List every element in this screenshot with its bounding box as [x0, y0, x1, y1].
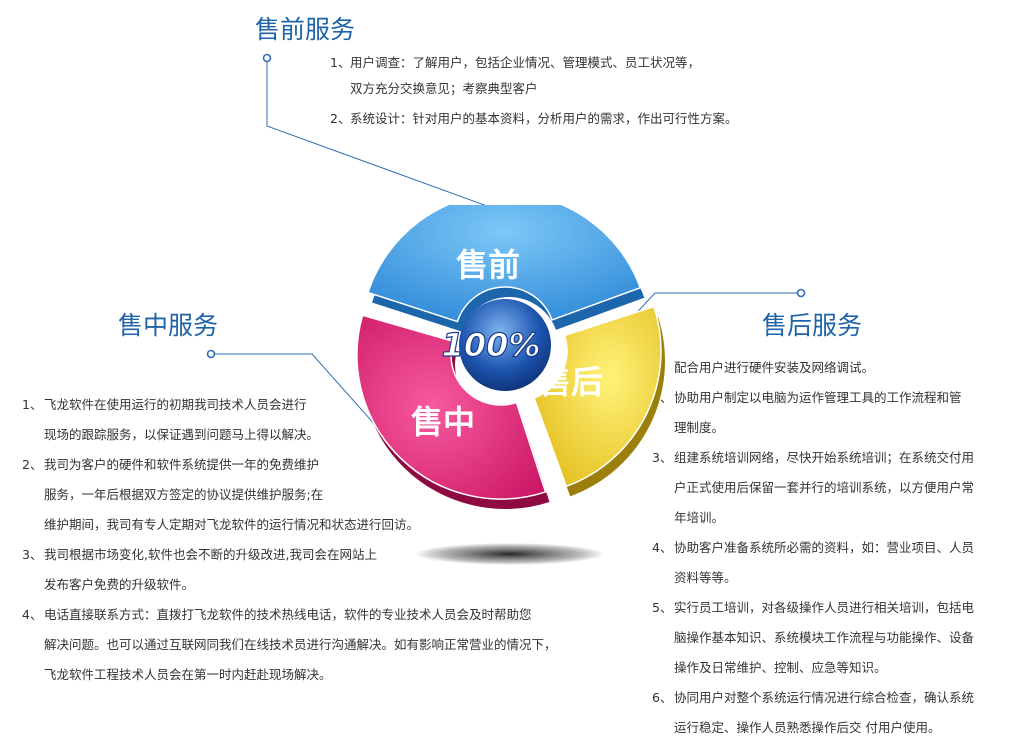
list-item-text: 服务，一年后根据双方签定的协议提供维护服务;在 [44, 487, 324, 502]
list-item-text: 组建系统培训网络，尽快开始系统培训；在系统交付用 [674, 450, 975, 465]
pie-center-text: 100% [442, 326, 541, 364]
list-item: 6、协同用户对整个系统运行情况进行综合检查，确认系统运行稳定、操作人员熟悉操作后… [652, 683, 1012, 743]
list-item-number: 3、 [652, 450, 673, 465]
list-item-text: 双方充分交换意见；考察典型客户 [350, 81, 538, 96]
list-item: 4、协助客户准备系统所必需的资料，如：营业项目、人员资料等等。 [652, 533, 1012, 593]
list-item-text: 户正式使用后保留一套并行的培训系统，以方便用户常 [674, 480, 975, 495]
list-item-text: 用户调查：了解用户，包括企业情况、管理模式、员工状况等， [350, 55, 701, 70]
list-item-text: 飞龙软件工程技术人员会在第一时内赶赴现场解决。 [44, 667, 332, 682]
list-item-text: 协助用户制定以电脑为运作管理工具的工作流程和管 [674, 390, 962, 405]
list-item-text: 运行稳定、操作人员熟悉操作后交 付用户使用。 [674, 720, 941, 735]
list-item-text: 我司为客户的硬件和软件系统提供一年的免费维护 [44, 457, 320, 472]
list-item: 5、实行员工培训，对各级操作人员进行相关培训，包括电脑操作基本知识、系统模块工作… [652, 593, 1012, 683]
list-item-text: 配合用户进行硬件安装及网络调试。 [674, 360, 875, 375]
list-item: 2、我司为客户的硬件和软件系统提供一年的免费维护服务，一年后根据双方签定的协议提… [22, 450, 602, 540]
list-item-number: 1、 [330, 55, 351, 70]
service-pie-diagram: 100% 售前 售后 售中 [356, 205, 665, 509]
list-item-text: 资料等等。 [674, 570, 737, 585]
list-item: 4、电话直接联系方式：直拨打飞龙软件的技术热线电话，软件的专业技术人员会及时帮助… [22, 600, 602, 690]
list-item-text: 年培训。 [674, 510, 725, 525]
connector-mid [211, 353, 386, 437]
list-item: 3、我司根据市场变化,软件也会不断的升级改进,我司会在网站上发布客户免费的升级软… [22, 540, 602, 600]
pie-floor-shadow [415, 543, 605, 565]
list-item-number: 2、 [330, 111, 351, 126]
list-item-text: 协助客户准备系统所必需的资料，如：营业项目、人员 [674, 540, 975, 555]
list-item-text: 实行员工培训，对各级操作人员进行相关培训，包括电 [674, 600, 975, 615]
list-item: 1、飞龙软件在使用运行的初期我司技术人员会进行现场的跟踪服务，以保证遇到问题马上… [22, 390, 602, 450]
list-item-text: 操作及日常维护、控制、应急等知识。 [674, 660, 887, 675]
list-item: 3、组建系统培训网络，尽快开始系统培训；在系统交付用户正式使用后保留一套并行的培… [652, 443, 1012, 533]
list-item-number: 5、 [652, 600, 673, 615]
heading-pre-sales: 售前服务 [255, 15, 356, 44]
list-item-text: 现场的跟踪服务，以保证遇到问题马上得以解决。 [44, 427, 320, 442]
connector-dot-post [796, 288, 806, 298]
list-item-text: 脑操作基本知识、系统模块工作流程与功能操作、设备 [674, 630, 975, 645]
heading-mid-sales: 售中服务 [118, 311, 219, 340]
list-item: 2、协助用户制定以电脑为运作管理工具的工作流程和管理制度。 [652, 383, 1012, 443]
mid-sales-list: 1、飞龙软件在使用运行的初期我司技术人员会进行现场的跟踪服务，以保证遇到问题马上… [22, 390, 602, 690]
pie-label-post: 售后 [539, 363, 603, 401]
heading-post-sales: 售后服务 [762, 311, 863, 340]
pie-label-pre: 售前 [456, 246, 520, 284]
list-item-text: 解决问题。也可以通过互联网同我们在线技术员进行沟通解决。如有影响正常营业的情况下… [44, 637, 557, 652]
pie-segment-pre [367, 205, 642, 323]
pie-segment-mid [356, 314, 547, 500]
list-item-text: 发布客户免费的升级软件。 [44, 577, 195, 592]
pie-label-mid: 售中 [411, 403, 475, 441]
list-item-number: 1、 [22, 397, 43, 412]
pie-center [459, 299, 551, 391]
post-sales-list: 1、配合用户进行硬件安装及网络调试。2、协助用户制定以电脑为运作管理工具的工作流… [652, 353, 1012, 743]
list-item-text: 我司根据市场变化,软件也会不断的升级改进,我司会在网站上 [44, 547, 377, 562]
list-item-text: 维护期间，我司有专人定期对飞龙软件的运行情况和状态进行回访。 [44, 517, 420, 532]
list-item: 2、系统设计：针对用户的基本资料，分析用户的需求，作出可行性方案。 [330, 106, 790, 132]
list-item-text: 飞龙软件在使用运行的初期我司技术人员会进行 [44, 397, 307, 412]
list-item-number: 3、 [22, 547, 43, 562]
connector-dot-pre [262, 53, 272, 63]
list-item-text: 协同用户对整个系统运行情况进行综合检查，确认系统 [674, 690, 975, 705]
list-item-text: 理制度。 [674, 420, 725, 435]
list-item-number: 4、 [652, 540, 673, 555]
list-item-number: 2、 [22, 457, 43, 472]
list-item-text: 系统设计：针对用户的基本资料，分析用户的需求，作出可行性方案。 [350, 111, 738, 126]
list-item-number: 4、 [22, 607, 43, 622]
list-item: 1、用户调查：了解用户，包括企业情况、管理模式、员工状况等， 双方充分交换意见；考… [330, 50, 790, 102]
connector-dot-mid [206, 349, 216, 359]
list-item-text: 电话直接联系方式：直拨打飞龙软件的技术热线电话，软件的专业技术人员会及时帮助您 [44, 607, 532, 622]
pie-segment-post [533, 305, 662, 488]
list-item: 1、配合用户进行硬件安装及网络调试。 [652, 353, 1012, 383]
list-item-number: 6、 [652, 690, 673, 705]
pre-sales-list: 1、用户调查：了解用户，包括企业情况、管理模式、员工状况等， 双方充分交换意见；考… [330, 50, 790, 132]
connector-pre [266, 58, 521, 219]
